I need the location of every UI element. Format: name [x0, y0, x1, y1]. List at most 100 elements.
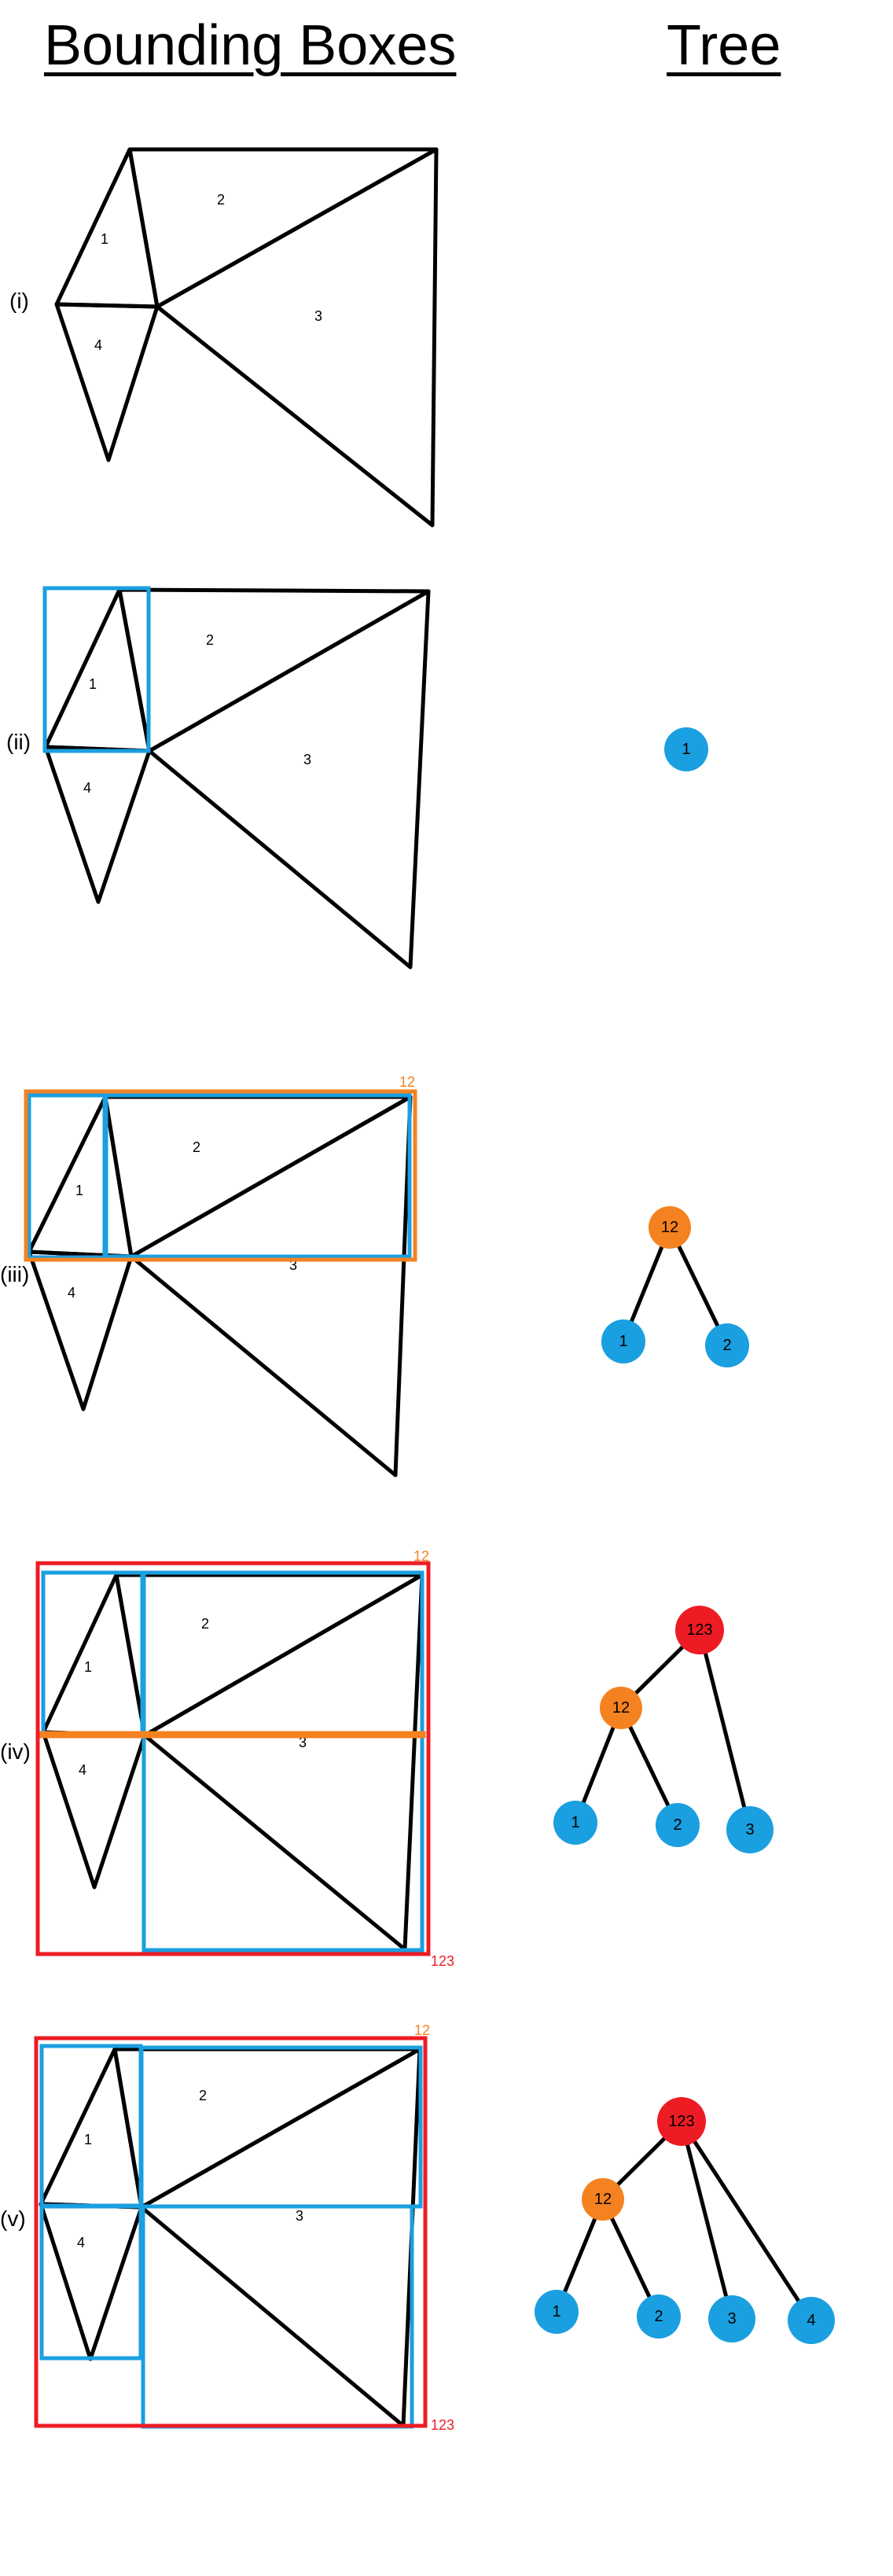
bounding-box-label-123: 123	[431, 2417, 454, 2433]
tree-node-1	[664, 727, 708, 771]
bounding-box-label-123: 123	[431, 1953, 454, 1969]
triangle-label-4: 4	[77, 2235, 85, 2250]
triangle-1	[27, 1095, 134, 1259]
triangle-label-4: 4	[79, 1762, 86, 1778]
triangle-label-1: 1	[84, 1659, 92, 1675]
triangle-label-2: 2	[201, 1616, 209, 1632]
bounding-box-label-12: 12	[399, 1074, 415, 1090]
triangle-4	[41, 1730, 147, 1890]
triangle-3	[147, 589, 431, 970]
tree-node-12	[582, 2178, 624, 2221]
triangle-label-2: 2	[206, 632, 214, 648]
tree-node-label-1: 1	[682, 741, 690, 758]
tree-node-1	[535, 2290, 579, 2334]
bounding-box	[104, 1093, 412, 1259]
tree-node-4	[788, 2297, 835, 2344]
tree-node-label-1: 1	[571, 1814, 579, 1831]
triangle-2	[117, 587, 431, 753]
triangle-3	[155, 147, 439, 528]
tree-node-2	[637, 2294, 681, 2339]
triangle-label-1: 1	[101, 231, 108, 247]
tree-node-123	[675, 1606, 724, 1654]
triangle-label-1: 1	[75, 1183, 83, 1198]
bounding-box	[42, 586, 151, 753]
triangle-3	[129, 1095, 413, 1478]
tree-node-label-2: 2	[673, 1816, 682, 1834]
step-label: (ii)	[6, 730, 31, 754]
tree-node-1	[553, 1801, 597, 1845]
tree-node-12	[600, 1687, 642, 1729]
triangle-label-4: 4	[68, 1285, 75, 1301]
triangle-label-1: 1	[89, 676, 97, 692]
triangle-label-2: 2	[199, 2088, 207, 2103]
tree-node-label-12: 12	[661, 1219, 678, 1236]
tree-node-label-123: 123	[668, 2113, 694, 2130]
triangle-label-3: 3	[296, 2208, 303, 2224]
tree-node-label-2: 2	[654, 2308, 663, 2325]
bounding-box	[39, 1731, 426, 1739]
triangle-label-1: 1	[84, 2132, 92, 2147]
tree-edge	[679, 2120, 814, 2322]
step-label: (v)	[0, 2206, 26, 2231]
tree-node-2	[705, 1323, 749, 1367]
tree-node-label-123: 123	[686, 1621, 712, 1639]
tree-edge	[697, 1629, 752, 1831]
triangle-4	[39, 2202, 144, 2361]
triangle-4	[27, 1249, 134, 1411]
triangle-4	[54, 302, 160, 462]
triangle-label-3: 3	[314, 308, 322, 324]
bounding-box	[35, 1561, 431, 1956]
triangle-label-3: 3	[289, 1257, 297, 1273]
step-2: 1 2 3 4 (ii) 1	[6, 586, 708, 970]
tree-node-label-3: 3	[727, 2310, 736, 2328]
bounding-box	[39, 2204, 143, 2361]
tree-node-label-12: 12	[612, 1699, 630, 1717]
tree-node-1	[601, 1319, 645, 1363]
tree: 1	[664, 727, 708, 771]
tree-node-label-2: 2	[722, 1337, 731, 1354]
triangle-label-2: 2	[217, 192, 225, 208]
bounding-box-label-12: 12	[414, 2022, 430, 2038]
tree-edge	[679, 2121, 734, 2320]
triangle-2	[114, 1573, 424, 1738]
bounding-boxes-heading: Bounding Boxes	[44, 14, 457, 77]
tree-node-3	[726, 1806, 774, 1853]
bounding-box	[141, 2204, 414, 2429]
tree-node-3	[708, 2295, 755, 2342]
triangle-label-2: 2	[193, 1139, 200, 1155]
triangle-2	[127, 147, 439, 309]
triangle-4	[43, 745, 152, 904]
triangle-label-4: 4	[83, 780, 91, 796]
triangle-label-3: 3	[299, 1735, 307, 1750]
triangle-3	[139, 2047, 422, 2428]
tree-node-123	[657, 2097, 706, 2146]
tree-node-label-4: 4	[807, 2312, 815, 2329]
tree-node-label-1: 1	[552, 2303, 560, 2320]
bounding-box	[41, 1570, 145, 1736]
triangle-2	[112, 2047, 422, 2210]
tree-node-2	[656, 1803, 700, 1847]
step-label: (i)	[9, 289, 29, 313]
bounding-box-label-12: 12	[413, 1548, 429, 1564]
triangle-label-4: 4	[94, 337, 102, 353]
bounding-box	[24, 1089, 417, 1262]
tree-node-label-12: 12	[594, 2191, 612, 2208]
tree-heading: Tree	[667, 14, 781, 77]
step-1: 1 2 3 4 (i)	[9, 147, 439, 528]
step-label: (iii)	[0, 1262, 29, 1286]
triangle-3	[142, 1573, 424, 1952]
tree-node-label-1: 1	[619, 1333, 627, 1350]
tree-node-label-3: 3	[745, 1821, 754, 1838]
step-label: (iv)	[0, 1739, 31, 1764]
bounding-box	[141, 1570, 424, 1952]
bounding-box	[34, 2036, 428, 2428]
tree-node-12	[649, 1206, 691, 1249]
triangle-label-3: 3	[303, 752, 311, 767]
